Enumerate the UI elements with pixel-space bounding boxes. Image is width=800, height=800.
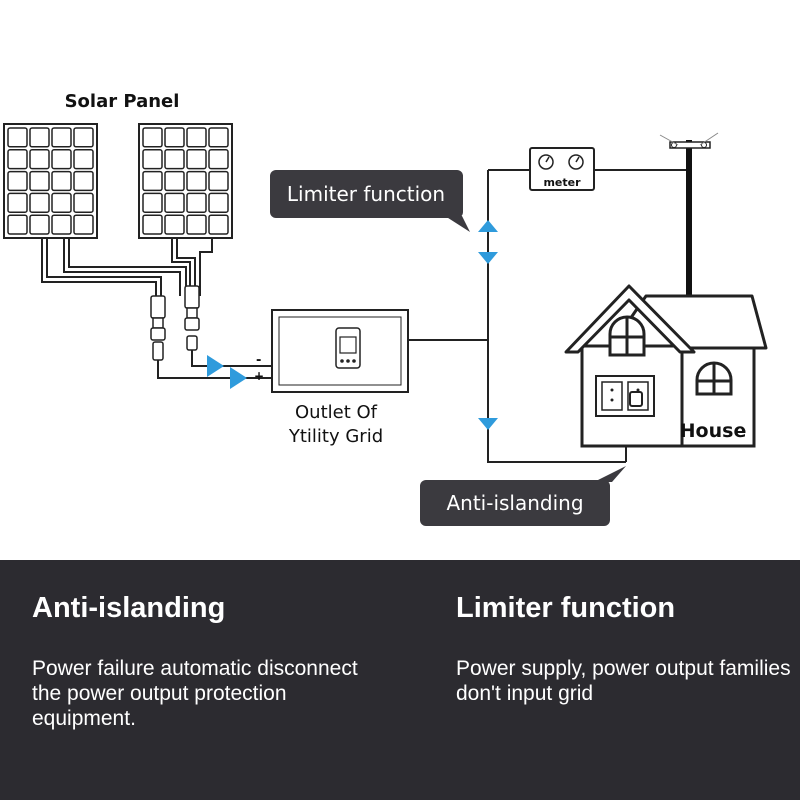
solar-cell <box>164 192 185 213</box>
solar-panel-right <box>138 123 233 239</box>
limiter-function-title: Limiter function <box>456 592 676 624</box>
solar-cell <box>142 214 163 235</box>
positive-terminal-label: + <box>254 369 264 383</box>
meter-label: meter <box>543 176 581 189</box>
solar-cell <box>29 149 50 170</box>
solar-system-diagram: Solar Panel - + <box>3 91 768 526</box>
solar-cell <box>51 149 72 170</box>
utility-pole <box>659 132 719 300</box>
dc-flow-arrow-lower <box>230 367 247 389</box>
solar-cell <box>7 170 28 192</box>
limiter-function-description: Power supply, power output families don'… <box>456 657 791 705</box>
panel-wiring <box>41 238 213 296</box>
solar-cell <box>142 127 163 148</box>
solar-cell <box>208 214 229 235</box>
anti-islanding-callout-label: Anti-islanding <box>446 491 583 515</box>
solar-cell <box>51 214 72 235</box>
limiter-callout-label: Limiter function <box>287 182 445 206</box>
solar-cell <box>164 170 185 192</box>
dc-flow-arrow-upper <box>207 355 224 377</box>
limiter-function-callout <box>270 170 470 232</box>
solar-cell <box>73 192 94 213</box>
solar-cell <box>7 192 28 213</box>
anti-islanding-info: Anti-islanding Power failure automatic d… <box>32 590 372 731</box>
inverter-label-line-2: Ytility Grid <box>288 426 383 447</box>
solar-cell <box>164 127 185 148</box>
anti-islanding-arrow <box>478 418 498 430</box>
solar-cell <box>142 149 163 170</box>
solar-cell <box>73 149 94 170</box>
solar-cell <box>73 214 94 235</box>
solar-cell <box>208 170 229 192</box>
ac-wiring <box>408 169 690 463</box>
solar-cell <box>73 127 94 148</box>
solar-panel-label: Solar Panel <box>65 91 180 112</box>
solar-cell <box>73 170 94 192</box>
solar-cell <box>29 214 50 235</box>
anti-islanding-description: Power failure automatic disconnect the p… <box>32 657 358 730</box>
solar-cell <box>186 192 207 213</box>
solar-cell <box>29 170 50 192</box>
solar-cell <box>208 149 229 170</box>
electric-meter <box>529 147 595 191</box>
solar-cell <box>51 127 72 148</box>
solar-cell <box>142 192 163 213</box>
inverter-label-line-1: Outlet Of <box>295 402 378 423</box>
solar-cell <box>51 192 72 213</box>
solar-cell <box>208 127 229 148</box>
solar-cell <box>29 192 50 213</box>
solar-cell <box>186 127 207 148</box>
solar-cell <box>7 127 28 148</box>
solar-cell <box>186 170 207 192</box>
house <box>564 284 768 448</box>
anti-islanding-callout <box>420 466 626 526</box>
limiter-arrows <box>478 220 498 264</box>
solar-cell <box>186 214 207 235</box>
feature-info-panel: Anti-islanding Power failure automatic d… <box>0 560 800 800</box>
house-label: House <box>680 420 747 442</box>
solar-cell <box>7 214 28 235</box>
solar-cell <box>51 170 72 192</box>
solar-cell <box>186 149 207 170</box>
negative-terminal-label: - <box>256 353 261 368</box>
solar-panel-left <box>3 123 98 239</box>
solar-cell <box>29 127 50 148</box>
limiter-function-info: Limiter function Power supply, power out… <box>456 590 796 706</box>
solar-cell <box>208 192 229 213</box>
mc4-connectors <box>150 285 200 361</box>
solar-cell <box>142 170 163 192</box>
solar-cell <box>7 149 28 170</box>
solar-cell <box>164 214 185 235</box>
solar-cell <box>164 149 185 170</box>
anti-islanding-title: Anti-islanding <box>32 592 226 624</box>
micro-inverter <box>271 309 409 393</box>
